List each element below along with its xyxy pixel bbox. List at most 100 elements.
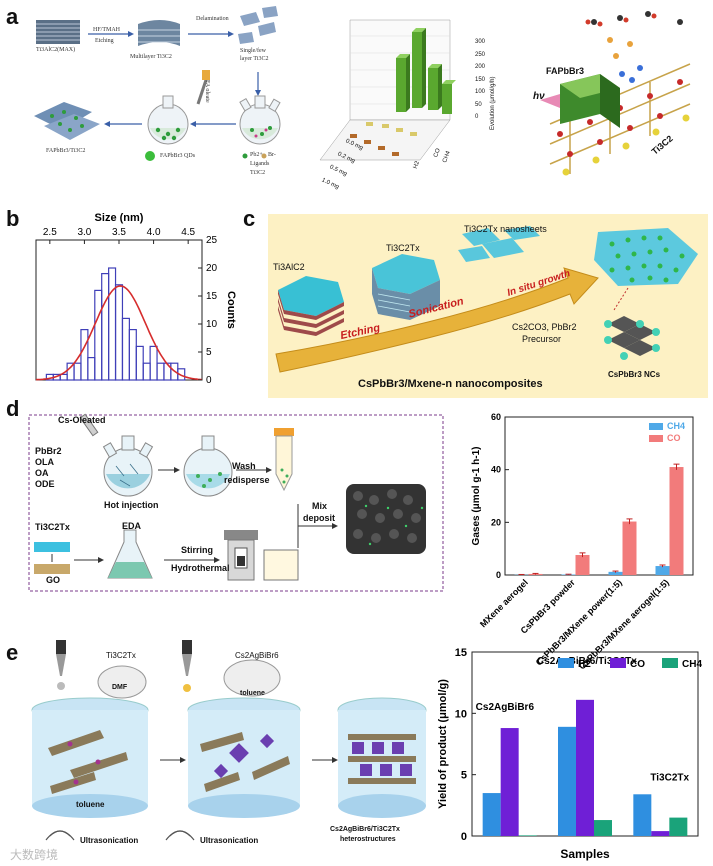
x-tick-label: 3.0 (77, 227, 91, 238)
bar-ch4 (518, 835, 537, 836)
flask-graphic-right (239, 95, 281, 145)
panel-a-mechanism-graphic (540, 11, 691, 176)
bar3d-yticks: 300 250 200 150 100 50 0 (475, 36, 485, 124)
erlenmeyer-flask (107, 529, 153, 579)
ultrasonic-waves (45, 830, 195, 841)
e-ultra1-label: Ultrasonication (80, 836, 139, 845)
d-go-label: GO (46, 575, 61, 585)
h2-bars-3d (350, 134, 399, 156)
panel-letter-e: e (6, 640, 19, 665)
histogram-bar (114, 284, 124, 381)
mxene-go-sheets (34, 542, 70, 574)
max-hex-stack (278, 276, 344, 336)
bar3d-ytick: 300 (475, 39, 486, 45)
histogram-bar (156, 362, 165, 381)
syringe-graphic (79, 413, 99, 437)
mech-fapbbr3: FAPbBr3 (546, 66, 585, 76)
bar3d-ytick: 200 (475, 64, 486, 70)
bar-co (575, 554, 590, 575)
panel-e-schematic (31, 640, 427, 841)
y-axis-label: Yield of product (μmol/g) (437, 679, 449, 809)
d-mxene-label: Ti3C2Tx (35, 522, 70, 532)
reagent-label: PbBr2 (35, 446, 62, 456)
c-precursor2-label: Precursor (522, 334, 562, 344)
histogram-bar (163, 362, 172, 381)
plot-frame (504, 416, 694, 576)
br-legend: Br- (268, 152, 276, 158)
c-max-label: Ti3AlC2 (273, 262, 305, 272)
bar-co (622, 521, 637, 575)
dropper-1 (56, 640, 66, 690)
pipette-graphic (196, 70, 210, 105)
qd-legend-dot (145, 151, 155, 161)
ncs-lattice (604, 316, 660, 360)
d-wash-label: Wash (232, 461, 256, 471)
flakes-graphic (238, 6, 278, 44)
bar-ch4 (594, 820, 612, 836)
category-label: Cs2AgBiBr6 (476, 702, 535, 713)
fa-oleate-label: FA oleate (204, 80, 210, 103)
x-axis-label: Size (nm) (95, 212, 144, 224)
y-tick-label: 15 (455, 647, 467, 659)
panel-letter-c: c (243, 206, 256, 231)
legend-swatch (662, 658, 678, 668)
d-hydro-label: Hydrothermal (171, 563, 230, 573)
d-eda-label: EDA (122, 521, 142, 531)
result-sheets-graphic (34, 102, 100, 140)
composite-sheet (594, 228, 698, 286)
mxene-hex-stack (372, 254, 440, 320)
flask-graphic-middle (147, 95, 189, 145)
histogram-bar (87, 357, 96, 381)
d-hot-label: Hot injection (104, 500, 159, 510)
result-label: FAPbBr3/Ti3C2 (46, 148, 86, 154)
c-mxene-label: Ti3C2Tx (386, 243, 420, 253)
toluene-bubble (223, 659, 281, 697)
qd-label: FAPbBr3 QDs (160, 153, 196, 159)
watermark: 大数跨境 (10, 848, 59, 862)
multilayer-label: Multilayer Ti3C2 (130, 54, 172, 60)
y-tick-label: 10 (455, 708, 467, 720)
legend-label: CO (667, 433, 681, 443)
y-tick-label: 5 (461, 770, 467, 782)
hot-injection-flask (102, 435, 154, 497)
y-tick-label: 15 (206, 291, 218, 302)
d-stirring-label: Stirring (181, 545, 214, 555)
histogram-bar (149, 345, 158, 381)
bar-ch4 (669, 817, 688, 836)
x-axis-label: Samples (560, 847, 610, 861)
legend-swatch (558, 658, 574, 668)
ligand-legend: Ligands (250, 161, 270, 167)
legend-swatch (649, 423, 663, 430)
c-precursor1-label: Cs2CO3, PbBr2 (512, 322, 577, 332)
legend-label: H2 (578, 659, 591, 670)
gaussian-fit-line (35, 285, 203, 381)
bar-h2 (558, 726, 576, 836)
bar-h2 (482, 793, 501, 836)
panel-c-schematic (268, 214, 708, 398)
bar3d-ytick: 100 (475, 89, 486, 95)
few-layer-label-1: Single/few (240, 48, 266, 54)
c-ncs-label: CsPbBr3 NCs (608, 370, 661, 379)
category-label: Ti3C2Tx (650, 772, 689, 783)
d-cs-label: Cs-Oleated (58, 415, 106, 425)
ti-legend: Ti3C2 (250, 170, 266, 176)
e-toluene-top-label: toluene (240, 690, 265, 697)
e-toluene-label: toluene (76, 800, 105, 809)
y-tick-label: 0 (206, 375, 212, 386)
multilayer-graphic (138, 20, 180, 46)
histogram-bar (108, 267, 117, 381)
beaker-3 (337, 697, 427, 818)
centrifuge-tube (274, 428, 294, 492)
legend-label: CO (630, 659, 645, 670)
bar-co (576, 699, 594, 836)
x-tick-label: 3.5 (112, 227, 126, 238)
histogram-bar (80, 329, 89, 381)
bar-ch4 (608, 571, 623, 575)
panel-a-3d-bar-chart (319, 19, 456, 161)
category-label: Cs2AgBiBr6/Ti3C2Tx (537, 656, 637, 667)
etch-label-top: HF/TMAH (93, 27, 121, 33)
bar3d-ytick: 0 (475, 114, 479, 120)
legend-swatch (610, 658, 626, 668)
